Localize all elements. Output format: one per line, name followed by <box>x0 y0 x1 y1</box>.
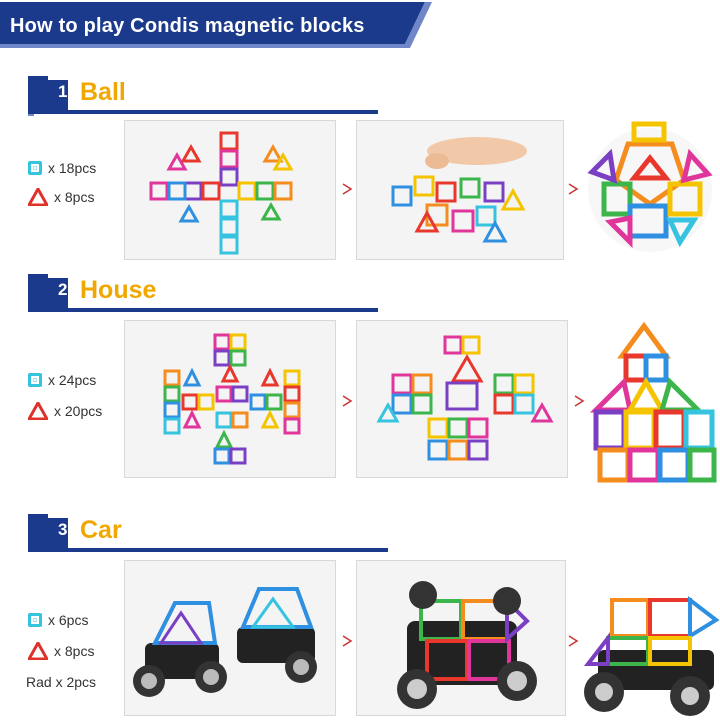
legend-row-wheels: Rad x 2pcs <box>26 674 96 690</box>
step-title: Ball <box>80 78 126 106</box>
flat-layout-illustration <box>149 131 294 255</box>
step-photo-assembling <box>356 120 564 260</box>
step-photo-pieces <box>124 320 336 478</box>
result-car <box>578 580 720 720</box>
square-tile-icon <box>28 613 42 627</box>
chassis-illustration <box>133 587 317 697</box>
section-house: 2 House x 24pcs x 20pcs <box>0 274 720 500</box>
legend-row-squares: x 18pcs <box>28 160 96 176</box>
car-build-illustration <box>397 581 537 709</box>
result-house <box>586 320 720 500</box>
header-background <box>0 2 432 48</box>
step-photo-pieces <box>124 560 336 716</box>
ball-illustration <box>587 121 713 252</box>
step-photo-pieces <box>124 120 336 260</box>
section-banner: 1 Ball <box>28 76 388 116</box>
triangle-tile-icon <box>28 642 48 660</box>
arrow-right-icon <box>568 635 579 647</box>
triangle-tile-icon <box>28 188 48 206</box>
arrow-right-icon <box>568 183 579 195</box>
arrow-right-icon <box>342 395 353 407</box>
triangle-count: x 8pcs <box>54 189 95 205</box>
section-banner: 2 House <box>28 274 388 314</box>
section-ball: 1 Ball x 18pcs x 8pcs <box>0 76 720 266</box>
result-ball <box>584 114 720 262</box>
arrow-right-icon <box>342 635 353 647</box>
assembling-illustration <box>391 137 527 243</box>
section-car: 3 Car x 6pcs x 8pcs Rad x 2pcs <box>0 514 720 720</box>
step-photo-assembling <box>356 560 566 716</box>
triangle-count: x 20pcs <box>54 403 103 419</box>
banner-shape <box>28 274 378 312</box>
banner-shape <box>28 76 378 116</box>
legend-row-triangles: x 8pcs <box>28 642 94 660</box>
step-title: Car <box>80 516 122 544</box>
step-number: 1 <box>58 82 68 101</box>
square-count: x 6pcs <box>48 612 89 628</box>
banner-shape <box>28 514 388 552</box>
legend-row-triangles: x 20pcs <box>28 402 102 420</box>
wheel-count: Rad x 2pcs <box>26 674 97 690</box>
square-tile-icon <box>28 161 42 175</box>
step-number: 3 <box>58 520 68 539</box>
header-banner: How to play Condis magnetic blocks <box>0 0 440 52</box>
step-photo-assembling <box>356 320 568 478</box>
house-illustration <box>589 321 717 483</box>
legend-row-squares: x 6pcs <box>28 612 88 628</box>
square-count: x 24pcs <box>48 372 97 388</box>
square-count: x 18pcs <box>48 160 97 176</box>
legend-row-squares: x 24pcs <box>28 372 96 388</box>
square-tile-icon <box>28 373 42 387</box>
page-title: How to play Condis magnetic blocks <box>10 15 365 37</box>
triangle-tile-icon <box>28 402 48 420</box>
step-title: House <box>80 276 157 304</box>
arrow-right-icon <box>342 183 353 195</box>
car-illustration <box>583 595 720 716</box>
flat-layout-illustration <box>163 333 301 465</box>
step-number: 2 <box>58 280 68 299</box>
legend-row-triangles: x 8pcs <box>28 188 94 206</box>
section-banner: 3 Car <box>28 514 388 554</box>
triangle-count: x 8pcs <box>54 643 95 659</box>
arrow-right-icon <box>574 395 585 407</box>
assembling-illustration <box>376 335 554 461</box>
